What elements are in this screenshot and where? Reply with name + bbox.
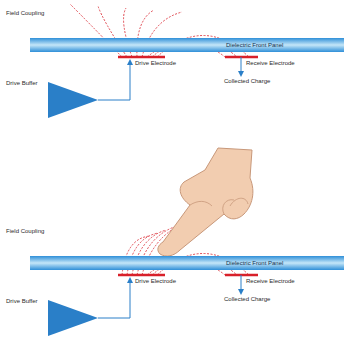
panel-label: Dielectric Front Panel [30, 38, 344, 52]
hand [158, 148, 253, 256]
part-label: Drive Electrode [135, 60, 176, 67]
drive-arrow [98, 280, 130, 318]
part-label: Receive Electrode [246, 278, 295, 285]
dielectric-panel: Dielectric Front Panel [30, 38, 344, 52]
dielectric-panel: Dielectric Front Panel [30, 256, 344, 270]
charge-arrow [241, 57, 242, 74]
drive-buffer-symbol [48, 300, 98, 336]
part-label: Collected Charge [224, 296, 270, 303]
part-label: Receive Electrode [246, 60, 295, 67]
part-label: Drive Buffer [6, 298, 38, 305]
part-label: Collected Charge [224, 78, 270, 85]
part-label: Drive Electrode [135, 278, 176, 285]
part-label: Field Coupling [6, 228, 44, 235]
drive-buffer-symbol [48, 82, 98, 118]
bottom-panel [48, 148, 258, 336]
drive-electrode [118, 274, 165, 277]
panel-label: Dielectric Front Panel [30, 256, 344, 270]
top-panel [48, 57, 258, 118]
part-label: Drive Buffer [6, 80, 38, 87]
part-label: Field Coupling [6, 10, 44, 17]
finger-lines [190, 198, 248, 214]
charge-arrow [241, 275, 242, 292]
drive-arrow [98, 62, 130, 100]
drive-electrode [118, 56, 165, 59]
